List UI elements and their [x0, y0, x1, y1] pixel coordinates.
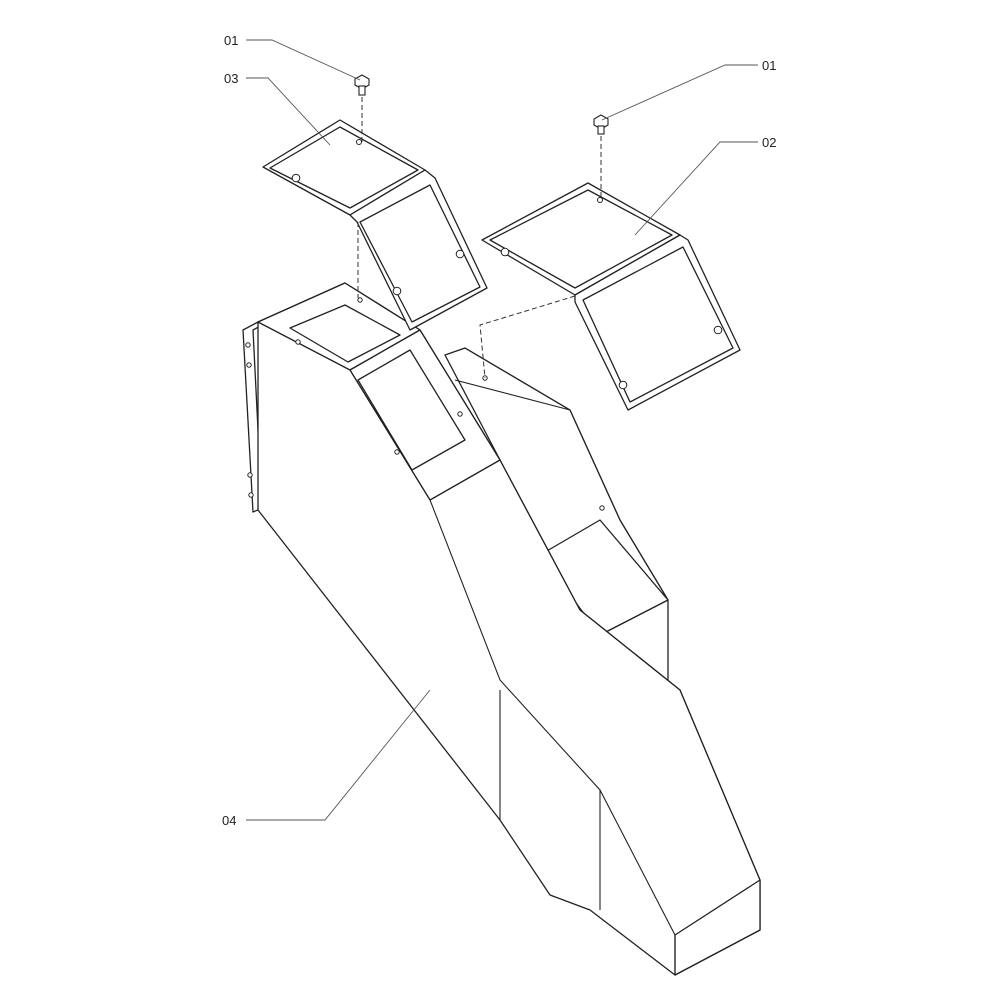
callout-bolt-left: 01 [224, 33, 238, 48]
bolt-left [354, 74, 370, 96]
front-chute [257, 282, 761, 976]
cover-right [481, 182, 741, 411]
callout-cover-right: 02 [762, 135, 776, 150]
cover-left [262, 119, 488, 331]
chute-body [242, 282, 761, 976]
callout-bolt-right: 01 [762, 58, 776, 73]
callout-cover-left: 03 [224, 71, 238, 86]
callout-chute-body: 04 [222, 813, 236, 828]
leader-lines [246, 39, 758, 821]
rear-chute [444, 347, 669, 701]
assembly-lines [357, 97, 602, 379]
